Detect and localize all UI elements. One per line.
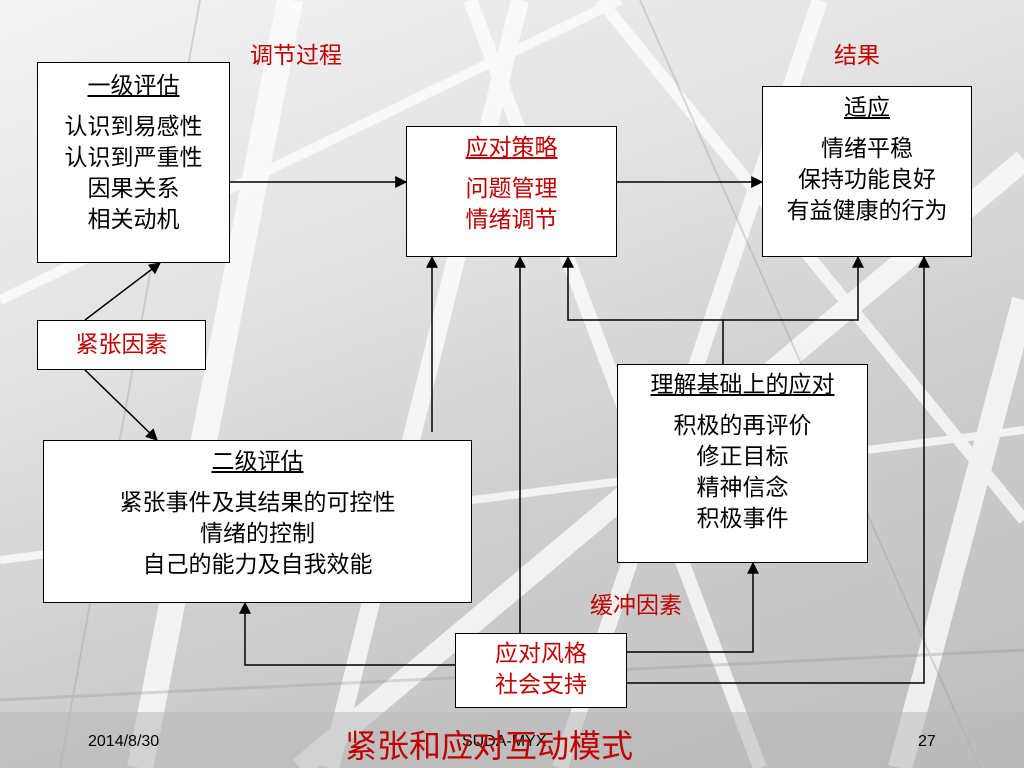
coping-strategy-box: 应对策略 问题管理 情绪调节 (406, 126, 617, 257)
label-outcome: 结果 (834, 43, 880, 69)
coping-style-box: 应对风格 社会支持 (455, 633, 627, 708)
secondary-appraisal-line: 紧张事件及其结果的可控性 (119, 490, 396, 516)
understanding-coping-title: 理解基础上的应对 (650, 372, 835, 398)
understanding-coping-box: 理解基础上的应对 积极的再评价 修正目标 精神信念 积极事件 (617, 364, 868, 563)
adaptation-line: 保持功能良好 (798, 167, 936, 193)
slide-title: 紧张和应对互动模式 (345, 727, 634, 765)
primary-appraisal-line: 认识到严重性 (64, 145, 203, 171)
secondary-appraisal-box: 二级评估 紧张事件及其结果的可控性 情绪的控制 自己的能力及自我效能 (43, 440, 472, 603)
adaptation-line: 情绪平稳 (821, 136, 913, 162)
coping-style-line: 应对风格 (495, 641, 587, 667)
label-buffer: 缓冲因素 (590, 593, 682, 619)
understanding-coping-line: 修正目标 (696, 444, 789, 470)
primary-appraisal-title: 一级评估 (87, 73, 180, 99)
secondary-appraisal-title: 二级评估 (211, 449, 304, 475)
secondary-appraisal-line: 情绪的控制 (200, 521, 315, 547)
adaptation-line: 有益健康的行为 (786, 198, 948, 224)
stressor-box: 紧张因素 (37, 320, 206, 370)
adaptation-box: 适应 情绪平稳 保持功能良好 有益健康的行为 (762, 86, 972, 257)
secondary-appraisal-line: 自己的能力及自我效能 (142, 552, 373, 578)
primary-appraisal-line: 因果关系 (87, 176, 180, 202)
understanding-coping-line: 积极的再评价 (673, 413, 812, 439)
footer-date: 2014/8/30 (88, 733, 160, 750)
page-number: 27 (918, 733, 936, 750)
primary-appraisal-box: 一级评估 认识到易感性 认识到严重性 因果关系 相关动机 (37, 62, 230, 263)
understanding-coping-line: 精神信念 (696, 475, 789, 501)
adaptation-title: 适应 (844, 95, 890, 121)
footer-center: SUDA-MYX (462, 733, 547, 750)
coping-strategy-title: 应对策略 (465, 135, 558, 161)
primary-appraisal-line: 相关动机 (87, 207, 180, 233)
primary-appraisal-line: 认识到易感性 (64, 114, 203, 140)
understanding-coping-line: 积极事件 (696, 506, 789, 532)
label-process: 调节过程 (250, 43, 342, 69)
coping-style-line: 社会支持 (495, 672, 587, 698)
coping-strategy-line: 问题管理 (465, 176, 558, 202)
coping-strategy-line: 情绪调节 (465, 207, 558, 233)
